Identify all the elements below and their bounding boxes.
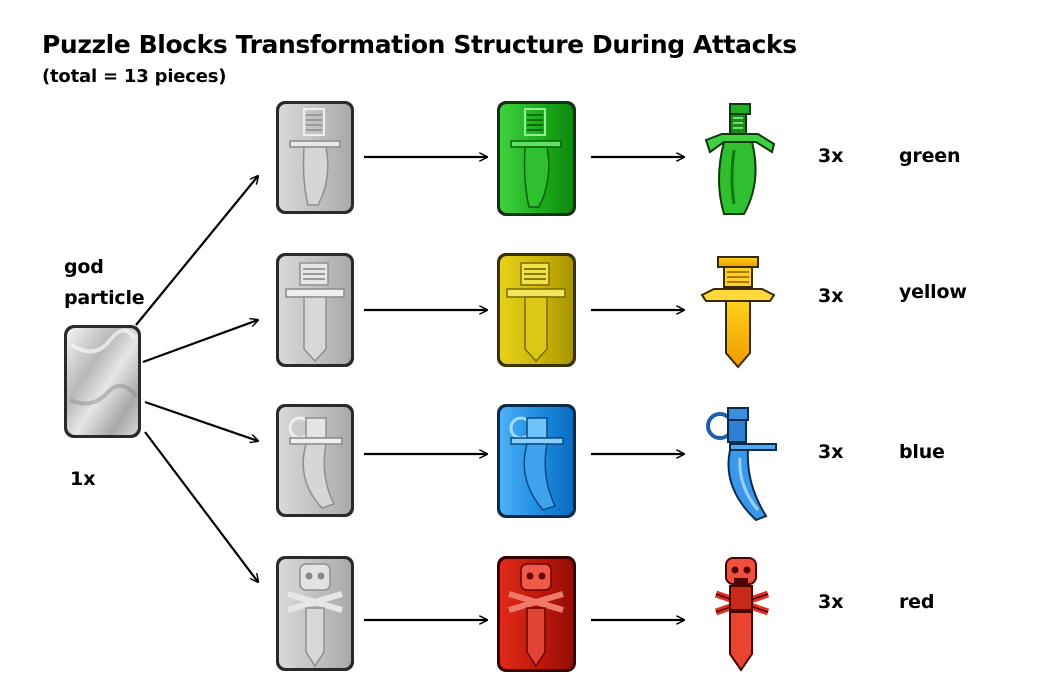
god-particle-count: 1x	[70, 468, 96, 490]
god-particle-block	[64, 325, 141, 438]
row-yellow-color-name: yellow	[899, 281, 967, 303]
row-red-color-block	[497, 556, 576, 672]
skull-dagger-icon	[714, 557, 770, 672]
row-blue-gray-block	[276, 404, 354, 517]
row-yellow-gray-block	[276, 253, 354, 367]
row-arrows	[364, 157, 684, 620]
branch-arrow-green	[135, 176, 258, 326]
row-red-count: 3x	[818, 591, 844, 613]
row-blue-color-name: blue	[899, 441, 945, 463]
god-particle-label: god particle	[64, 252, 145, 314]
row-yellow-color-block	[497, 253, 576, 367]
god-particle-label-line1: god	[64, 256, 104, 278]
branch-arrow-blue	[144, 400, 258, 441]
diagram-title: Puzzle Blocks Transformation Structure D…	[42, 30, 797, 59]
row-blue-count: 3x	[818, 441, 844, 463]
row-red-gray-block	[276, 556, 354, 671]
diagram-subtitle: (total = 13 pieces)	[42, 66, 227, 87]
branch-arrow-yellow	[142, 320, 258, 364]
row-green-color-name: green	[899, 145, 961, 167]
row-green-color-block	[497, 101, 576, 216]
hilt-sword-icon	[700, 256, 776, 369]
row-yellow-count: 3x	[818, 285, 844, 307]
row-red-color-name: red	[899, 591, 935, 613]
scimitar-icon	[706, 407, 777, 522]
row-green-count: 3x	[818, 145, 844, 167]
branch-arrows	[135, 176, 258, 582]
branch-arrow-red	[144, 431, 258, 582]
curved-dagger-icon	[704, 103, 776, 215]
row-green-gray-block	[276, 101, 354, 214]
row-blue-color-block	[497, 404, 576, 518]
god-particle-label-line2: particle	[64, 287, 145, 309]
